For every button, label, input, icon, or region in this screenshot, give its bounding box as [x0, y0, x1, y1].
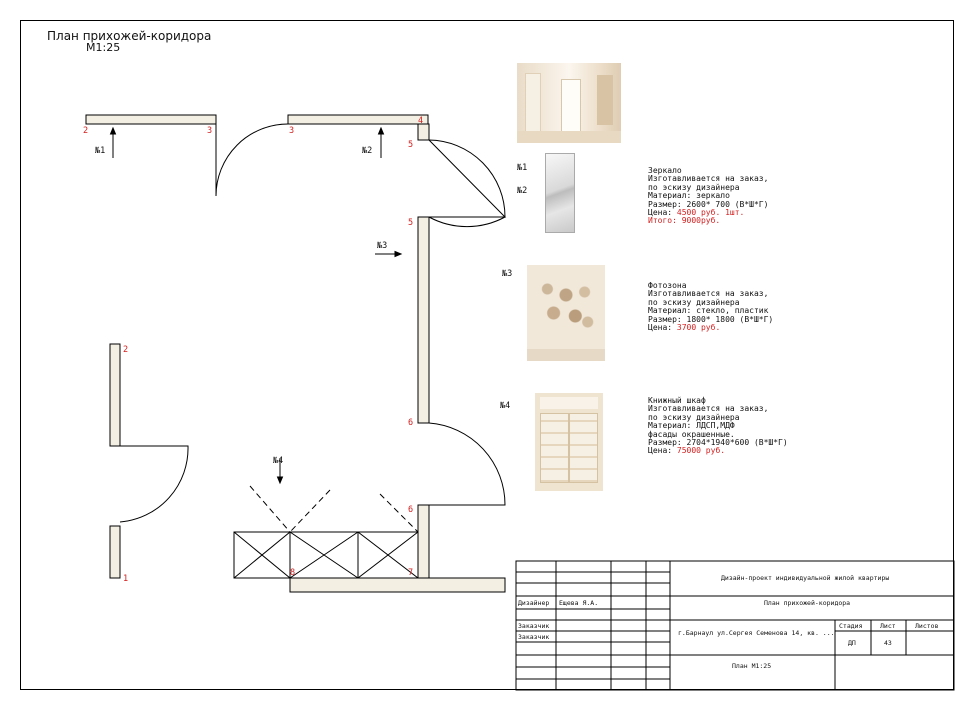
wall-top-right	[287, 114, 429, 125]
photozone-photo	[527, 265, 605, 361]
item-price: 75000 руб.	[676, 446, 726, 456]
stamp-plan: План М1:25	[732, 662, 772, 670]
view-label: №2	[362, 146, 373, 156]
wall-left-lower	[109, 525, 121, 579]
item-price: 3700 руб.	[676, 323, 721, 333]
wall-right-middle	[417, 216, 430, 424]
item-view-label: №2	[517, 186, 528, 196]
point-label: 6	[408, 505, 414, 515]
door-swing-entrance	[215, 123, 289, 197]
point-label: 3	[289, 126, 295, 136]
drawing-frame	[20, 20, 954, 690]
item-name: Книжный шкаф	[648, 396, 706, 405]
wall-right-upper	[417, 123, 430, 141]
stamp-designer: Ещева Я.А.	[559, 599, 599, 607]
point-label: 4	[418, 116, 424, 126]
point-label: 3	[207, 126, 213, 136]
door-swing-left	[119, 445, 189, 523]
stamp-sheet: 43	[884, 639, 892, 647]
mirror-photo	[545, 153, 575, 233]
point-label: 6	[408, 418, 414, 428]
hallway-photo	[517, 63, 621, 143]
point-label: 1	[123, 574, 129, 584]
point-label: 7	[408, 568, 414, 578]
point-label: 2	[123, 345, 129, 355]
item-total: Итого: 9000руб.	[648, 216, 721, 226]
stamp-sheets-label: Листов	[915, 622, 939, 630]
point-label: 5	[408, 140, 414, 150]
item-price: 4500 руб. 1шт.	[676, 208, 745, 218]
point-label: 2	[83, 126, 89, 136]
point-label: 8	[290, 568, 296, 578]
drawing-scale: М1:25	[86, 41, 121, 54]
item-name: Зеркало	[648, 166, 682, 175]
drawing-title: План прихожей-коридора	[47, 29, 212, 43]
wall-left-upper	[109, 343, 121, 447]
stamp-sheet-title: План прихожей-коридора	[764, 599, 851, 607]
item-bookcase-description: Книжный шкаф Изготавливается на заказ, п…	[648, 396, 788, 456]
item-view-label: №1	[517, 163, 528, 173]
bookcase-plan	[233, 531, 419, 579]
view-label: №3	[377, 241, 388, 251]
stamp-address: г.Барнаул ул.Сергея Семенова 14, кв. ...	[678, 629, 835, 637]
stamp-stage: ДП	[848, 639, 856, 647]
stamp-sheet-label: Лист	[880, 622, 896, 630]
stamp-project: Дизайн-проект индивидуальной жилой кварт…	[721, 574, 890, 582]
door-swing-right-upper	[428, 139, 507, 228]
item-photozone-description: Фотозона Изготавливается на заказ, по эс…	[648, 281, 774, 333]
stamp-customer-label: Заказчик	[518, 633, 550, 641]
door-swing-right-lower	[428, 422, 506, 506]
wall-top-left	[85, 114, 217, 125]
bookcase-photo	[535, 393, 603, 491]
stamp-stage-label: Стадия	[839, 622, 863, 630]
view-label: №4	[273, 456, 284, 466]
point-label: 5	[408, 218, 414, 228]
item-view-label: №4	[500, 401, 511, 411]
stamp-customer-label: Заказчик	[518, 622, 550, 630]
item-mirror-description: Зеркало Изготавливается на заказ, по эск…	[648, 166, 769, 226]
item-view-label: №3	[502, 269, 513, 279]
view-label: №1	[95, 146, 106, 156]
stamp-designer-label: Дизайнер	[518, 599, 550, 607]
item-name: Фотозона	[648, 281, 687, 290]
